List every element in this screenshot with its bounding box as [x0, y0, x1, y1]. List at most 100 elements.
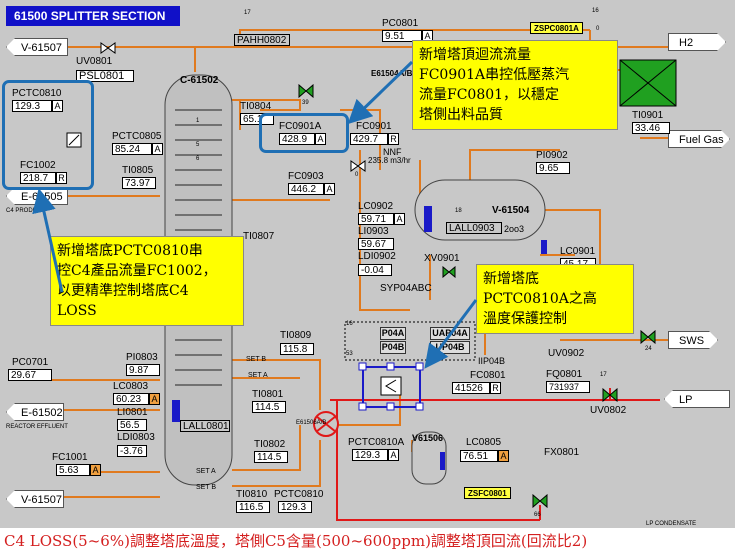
fq0801-value[interactable]: 731937 — [546, 381, 590, 393]
valve-uv0802-icon[interactable] — [602, 388, 618, 402]
drum-v61506 — [411, 431, 447, 485]
pc0801-value[interactable]: 9.51 — [382, 30, 422, 42]
callout-line: 控C4產品流量FC1002， — [57, 263, 217, 279]
fc1001-value[interactable]: 5.63 — [56, 464, 90, 476]
badge-0-mid: 0 — [355, 172, 359, 178]
fc0903-tag: FC0903 — [288, 171, 324, 182]
callout-line: 溫度保護控制 — [483, 311, 567, 327]
valve-uv0801-icon[interactable] — [100, 42, 116, 54]
pctc0810a-tag: PCTC0810A — [348, 437, 405, 448]
pctc0805-mode[interactable]: A — [152, 143, 163, 155]
lc0805-value[interactable]: 76.51 — [460, 450, 498, 462]
stream-fuel-gas[interactable]: Fuel Gas — [668, 130, 730, 148]
badge-66: 66 — [534, 512, 541, 518]
ti0804-value[interactable]: 65.1 — [240, 113, 274, 125]
ldi0803-tag: LDI0803 — [117, 432, 155, 443]
valve-39-icon[interactable] — [298, 84, 314, 98]
set-a-top: SET A — [248, 372, 268, 379]
pi0902-value[interactable]: 9.65 — [536, 162, 570, 174]
lc0803-tag: LC0803 — [113, 381, 149, 392]
callout-line: 新增塔頂迴流流量 — [419, 47, 531, 63]
psl0801-box[interactable]: PSL0801 — [76, 70, 134, 82]
ti0802-value[interactable]: 114.5 — [254, 451, 288, 463]
pctc0810-mode[interactable]: A — [52, 100, 63, 112]
fc0801-value[interactable]: 41526 — [452, 382, 490, 394]
uv0802-tag: UV0802 — [590, 405, 627, 416]
callout-line: PCTC0810A之高 — [483, 291, 597, 307]
stream-e61502[interactable]: E-61502 — [6, 403, 64, 421]
drum-v61506-label: V61506 — [412, 433, 444, 443]
lall0903-box[interactable]: LALL0903 — [446, 222, 502, 234]
lall0903-vote: 2oo3 — [504, 224, 525, 234]
fc0801-mode[interactable]: R — [490, 382, 501, 394]
callout-line: LOSS — [57, 303, 97, 319]
pctc0810b-value[interactable]: 129.3 — [278, 501, 312, 513]
valve-24-icon[interactable] — [640, 330, 656, 344]
pi0902-tag: PI0902 — [536, 150, 568, 161]
tray-number: 6 — [196, 156, 200, 162]
fc0901-value[interactable]: 429.7 — [350, 133, 388, 145]
fq0801-tag: FQ0801 — [546, 369, 583, 380]
reactor-effluent-label: REACTOR EFFLUENT — [6, 424, 68, 430]
pctc0810a-value[interactable]: 129.3 — [352, 449, 388, 461]
ti0801-value[interactable]: 114.5 — [252, 401, 286, 413]
fc0901-mode[interactable]: R — [388, 133, 399, 145]
fc0903-mode[interactable]: A — [324, 183, 335, 195]
lc0805-mode[interactable]: A — [498, 450, 509, 462]
lc0803-mode[interactable]: A — [149, 393, 160, 405]
pump-uap04a[interactable]: UAP04A — [430, 327, 470, 340]
badge-18: 18 — [455, 208, 462, 214]
ti0805-value[interactable]: 73.97 — [122, 177, 156, 189]
pc0701-value[interactable]: 29.67 — [8, 369, 52, 381]
ti0901-value[interactable]: 33.46 — [632, 122, 670, 134]
lc0902-value[interactable]: 59.71 — [358, 213, 394, 225]
pump-p04a[interactable]: P04A — [380, 327, 406, 340]
xv0901-tag: XV0901 — [424, 253, 460, 264]
pump-p04b[interactable]: P04B — [380, 341, 406, 354]
drum-v61504 — [414, 179, 547, 254]
pctc0805-value[interactable]: 85.24 — [112, 143, 152, 155]
fc1002-mode[interactable]: R — [56, 172, 67, 184]
li0903-value[interactable]: 59.67 — [358, 238, 394, 250]
fc1001-mode[interactable]: A — [90, 464, 101, 476]
lc0803-value[interactable]: 60.23 — [113, 393, 149, 405]
fc0903-value[interactable]: 446.2 — [288, 183, 324, 195]
badge-17-top: 17 — [244, 10, 251, 16]
pctc0810a-mode[interactable]: A — [388, 449, 399, 461]
stream-h2[interactable]: H2 — [668, 33, 726, 51]
callout-line: 流量FC0801，以穩定 — [419, 87, 560, 103]
pi0803-tag: PI0803 — [126, 352, 158, 363]
lc0902-mode[interactable]: A — [394, 213, 405, 225]
fc1002-value[interactable]: 218.7 — [20, 172, 56, 184]
stream-sws[interactable]: SWS — [668, 331, 718, 349]
lp-condensate-label: LP CONDENSATE — [646, 521, 697, 527]
li0801-value[interactable]: 56.5 — [117, 419, 147, 431]
valve-0-icon[interactable] — [350, 160, 366, 172]
ti0809-value[interactable]: 115.8 — [280, 343, 314, 355]
callout-top-reflux: 新增塔頂迴流流量 FC0901A串控低壓蒸汽 流量FC0801，以穩定 塔側出料… — [412, 40, 618, 130]
stream-v61507-bottom[interactable]: V-61507 — [6, 490, 64, 508]
tray-number: 5 — [196, 142, 200, 148]
ldi0902-value[interactable]: -0.04 — [358, 264, 392, 276]
zspc0801a-tag: ZSPC0801A — [530, 22, 583, 34]
pc0801-tag: PC0801 — [382, 18, 419, 29]
lall0801-box[interactable]: LALL0801 — [180, 420, 230, 432]
ti0810-value[interactable]: 116.5 — [236, 501, 270, 513]
pctc0810-value[interactable]: 129.3 — [12, 100, 52, 112]
fc0901a-mode[interactable]: A — [315, 133, 326, 145]
li0801-tag: LI0801 — [117, 407, 148, 418]
pump-up04b[interactable]: UP04B — [430, 341, 470, 354]
fc0901a-value[interactable]: 428.9 — [279, 133, 315, 145]
badge-39: 39 — [302, 100, 309, 106]
ldi0803-value[interactable]: -3.76 — [117, 445, 147, 457]
pc0701-tag: PC0701 — [12, 357, 49, 368]
footer-note: C4 LOSS(5~6%)調整塔底溫度，塔側C5含量(500~600ppm)調整… — [0, 528, 735, 554]
pctc0810-tag: PCTC0810 — [12, 88, 62, 99]
callout-bottom-c4loss: 新增塔底PCTC0810串 控C4產品流量FC1002， 以更精準控制塔底C4 … — [50, 236, 244, 326]
valve-66-icon[interactable] — [532, 494, 548, 508]
stream-v61507-top[interactable]: V-61507 — [6, 38, 68, 56]
pahh0802-box[interactable]: PAHH0802 — [234, 34, 290, 46]
valve-xv0901-icon[interactable] — [442, 266, 456, 278]
stream-lp-steam[interactable]: LP STEAM — [664, 390, 730, 408]
pi0803-value[interactable]: 9.87 — [126, 364, 160, 376]
